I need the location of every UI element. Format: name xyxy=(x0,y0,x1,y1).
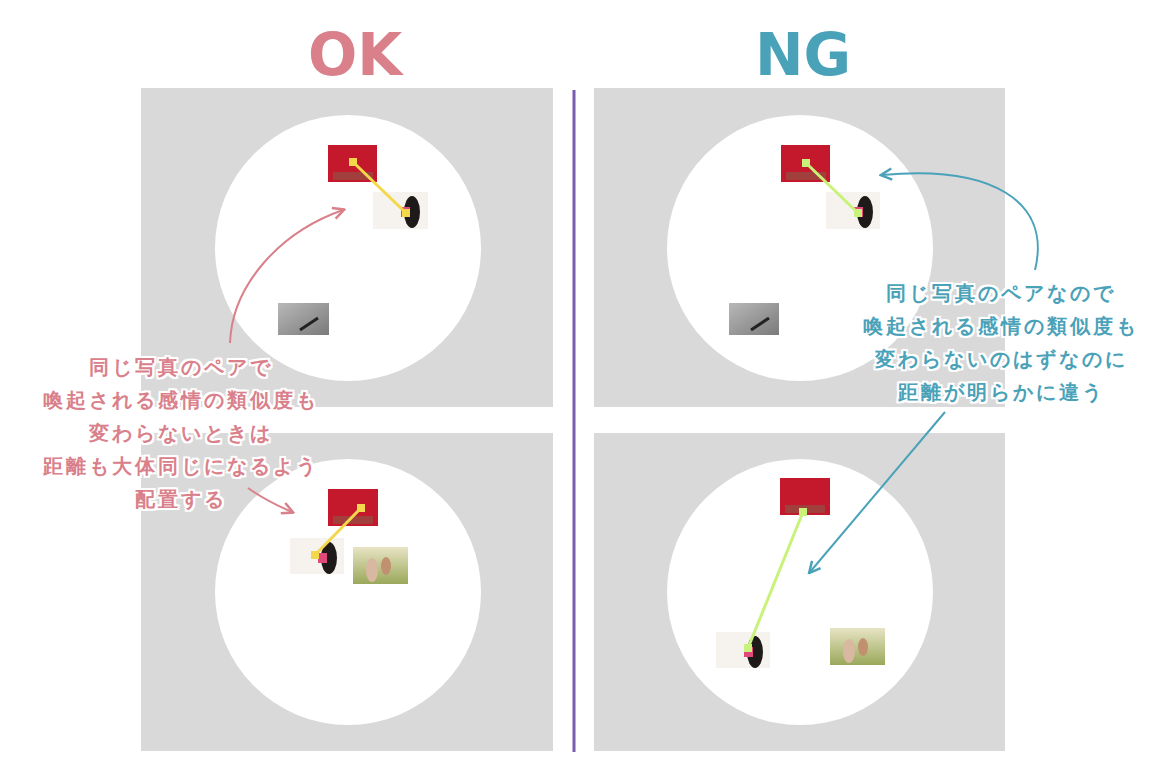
pair-endpoint xyxy=(349,158,357,166)
text-line: 距離が明らかに違う xyxy=(863,376,1139,409)
photo-family xyxy=(353,547,408,584)
photo-gray xyxy=(278,303,329,335)
text-line: 同じ写真のペアなので xyxy=(863,277,1139,310)
pair-line xyxy=(748,512,803,648)
pair-endpoint xyxy=(799,508,807,516)
photo-woman xyxy=(716,632,770,668)
text-line: 距離も大体同じになるよう xyxy=(43,450,319,483)
callout-arrow xyxy=(248,488,292,512)
text-line: OK xyxy=(308,20,402,90)
photo-red xyxy=(781,145,830,182)
annotation-note: 同じ写真のペアなので 喚起される感情の類似度も 変わらないのはずなのに 距離が明… xyxy=(863,277,1139,409)
photo-detail xyxy=(300,318,318,330)
photo-detail xyxy=(381,557,391,575)
photo-detail xyxy=(318,553,327,563)
text-line: NG xyxy=(755,20,851,90)
plot-circle xyxy=(215,459,481,725)
photo-detail xyxy=(843,639,855,663)
pair-endpoint xyxy=(802,159,810,167)
photo-detail xyxy=(751,318,769,330)
photo-family xyxy=(353,547,408,584)
text-line: 変わらないのはずなのに xyxy=(863,343,1139,376)
column-heading: NG xyxy=(755,20,851,90)
photo-woman xyxy=(826,192,880,229)
plot-circle xyxy=(667,459,933,725)
panel xyxy=(141,433,553,751)
panel xyxy=(594,433,1005,751)
photo-gray xyxy=(729,303,779,335)
pair-endpoint xyxy=(854,209,862,217)
photo-family xyxy=(830,628,885,665)
text-line: 配置する xyxy=(43,483,319,516)
text-line: 同じ写真のペアで xyxy=(43,351,319,384)
plot-circle xyxy=(215,115,481,381)
annotation-note: 同じ写真のペアで 喚起される感情の類似度も 変わらないときは 距離も大体同じにな… xyxy=(43,351,319,516)
photo-woman xyxy=(290,538,344,574)
column-heading: OK xyxy=(308,20,402,90)
pair-line xyxy=(353,162,406,213)
photo-woman xyxy=(716,632,770,668)
text-line: 変わらないときは xyxy=(43,417,319,450)
pair-endpoint xyxy=(402,209,410,217)
photo-woman xyxy=(290,538,344,574)
callout-arrow xyxy=(810,412,945,572)
divider-line xyxy=(573,90,576,752)
pair-line xyxy=(315,508,361,555)
photo-red xyxy=(328,489,378,526)
callout-arrow xyxy=(230,210,343,343)
pair-endpoint xyxy=(311,551,319,559)
pair-line xyxy=(806,163,858,213)
photo-red xyxy=(780,478,830,515)
photo-woman xyxy=(373,192,428,229)
photo-detail xyxy=(858,638,868,656)
pair-endpoint xyxy=(744,644,752,652)
photo-red xyxy=(780,478,830,515)
photo-red xyxy=(781,145,830,182)
photo-detail xyxy=(366,558,378,582)
photo-red xyxy=(328,489,378,526)
photo-gray xyxy=(729,303,779,335)
photo-family xyxy=(830,628,885,665)
photo-gray xyxy=(278,303,329,335)
plot-circle xyxy=(667,115,933,381)
callout-arrow xyxy=(882,173,1038,270)
pair-endpoint xyxy=(357,504,365,512)
text-line: 喚起される感情の類似度も xyxy=(863,310,1139,343)
photo-woman xyxy=(826,192,880,229)
text-line: 喚起される感情の類似度も xyxy=(43,384,319,417)
photo-woman xyxy=(373,192,428,229)
